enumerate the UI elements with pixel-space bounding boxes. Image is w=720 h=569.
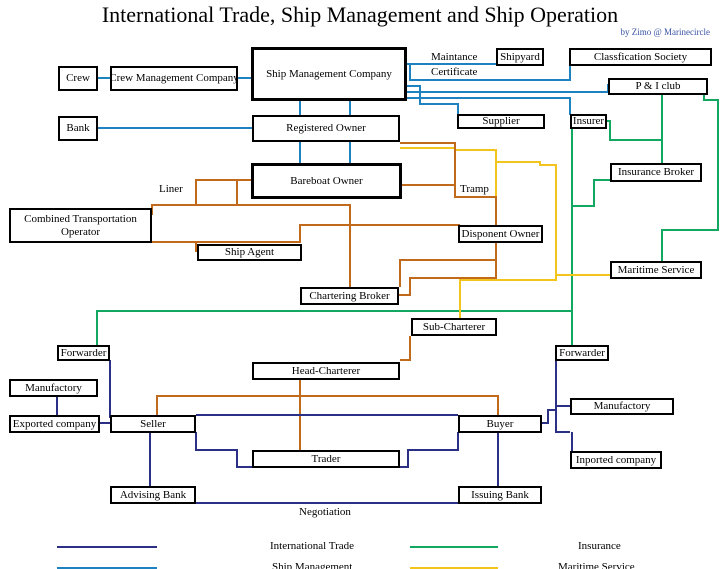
trader-node[interactable]: Trader: [252, 450, 400, 468]
legend-label-insurance: Insurance: [578, 540, 621, 552]
ship-agent-node[interactable]: Ship Agent: [197, 244, 302, 261]
trader-to-buyer-line: [400, 432, 459, 468]
insurance-connectors: [96, 93, 719, 346]
registered-owner-to-maritime-line: [400, 147, 610, 276]
buyer-to-right-forwarder-line: [540, 360, 557, 424]
p-and-i-club-node[interactable]: P & I club: [608, 78, 708, 95]
legend-swatch-international-trade: [57, 546, 157, 548]
sub-charterer-node[interactable]: Sub-Charterer: [411, 318, 497, 336]
buyer-node[interactable]: Buyer: [458, 415, 542, 433]
registered-to-tramp-line: [400, 142, 456, 186]
ship-mgmt-to-class-line: [406, 63, 571, 81]
right-trade-vertical-line: [555, 410, 570, 433]
legend-swatch-maritime-service: [410, 567, 498, 569]
seller-buyer-top-line: [156, 395, 499, 416]
liner-to-chartering-broker-line: [237, 204, 351, 287]
negotiation-label: Negotiation: [299, 506, 351, 518]
ship-mgmt-to-pandi-line: [406, 84, 609, 93]
author-credit: by Zimo @ Marinecircle: [620, 27, 710, 37]
crew-management-company-node[interactable]: Crew Management Company: [110, 66, 238, 91]
legend-label-international-trade: International Trade: [270, 540, 355, 552]
imported-company-node[interactable]: Inported company: [570, 451, 662, 469]
classification-society-node[interactable]: Classfication Society: [569, 48, 712, 66]
tramp-label: Tramp: [460, 183, 489, 195]
green-to-left-forwarder-line: [96, 310, 572, 345]
insurer-to-broker-line: [606, 120, 662, 141]
disponent-to-broker-line-2: [398, 260, 497, 296]
ship-mgmt-to-supplier-line: [406, 85, 459, 115]
yellow-to-subcharterer-line: [459, 275, 557, 318]
advising-bank-node[interactable]: Advising Bank: [110, 486, 196, 504]
crew-node[interactable]: Crew: [58, 66, 98, 91]
certificate-label: Certificate: [431, 66, 478, 78]
forwarder-left-node[interactable]: Forwarder: [57, 345, 110, 361]
pandi-right-loop-line: [661, 93, 719, 262]
disponent-to-broker-line: [399, 243, 497, 287]
legend-swatch-insurance: [410, 546, 498, 548]
issuing-bank-node[interactable]: Issuing Bank: [458, 486, 542, 504]
bareboat-to-liner-line: [195, 179, 252, 206]
legend-label-ship-management: Ship Management: [272, 561, 353, 569]
maintance-label: Maintance: [431, 51, 478, 63]
bareboat-owner-node[interactable]: Bareboat Owner: [251, 163, 402, 199]
exported-company-node[interactable]: Exported company: [9, 415, 100, 433]
ship-operation-connectors: [151, 142, 499, 450]
combined-to-disponent-line: [152, 224, 460, 243]
seller-node[interactable]: Seller: [110, 415, 196, 433]
seller-to-trader-line: [195, 432, 252, 468]
legend-swatch-ship-management: [57, 567, 157, 569]
chartering-broker-node[interactable]: Chartering Broker: [300, 287, 399, 305]
ship-mgmt-to-insurer-line: [406, 97, 571, 115]
international-trade-connectors: [56, 360, 573, 504]
maritime-service-node[interactable]: Maritime Service: [610, 261, 702, 279]
combined-transportation-operator-node[interactable]: Combined Transportation Operator: [9, 208, 152, 243]
tramp-to-disponent-line: [454, 185, 497, 225]
subcharterer-to-headcharterer-line: [400, 336, 411, 361]
insurer-node[interactable]: Insurer: [570, 114, 607, 129]
registered-owner-node[interactable]: Registered Owner: [252, 115, 400, 142]
manufactory-right-node[interactable]: Manufactory: [570, 398, 674, 415]
legend-label-maritime-service: Maritime Service: [558, 561, 635, 569]
broker-to-insurer-vertical-line: [572, 179, 610, 207]
bank-node[interactable]: Bank: [58, 116, 98, 141]
head-charterer-node[interactable]: Head-Charterer: [252, 362, 400, 380]
forwarder-right-node[interactable]: Forwarder: [555, 345, 609, 361]
manufactory-left-node[interactable]: Manufactory: [9, 379, 98, 397]
disponent-owner-node[interactable]: Disponent Owner: [458, 225, 543, 243]
page-title: International Trade, Ship Management and…: [101, 2, 619, 27]
shipyard-node[interactable]: Shipyard: [496, 48, 544, 66]
supplier-node[interactable]: Supplier: [457, 114, 545, 129]
ship-management-company-node[interactable]: Ship Management Company: [251, 47, 407, 101]
liner-to-combined-line: [151, 204, 196, 215]
insurance-broker-node[interactable]: Insurance Broker: [610, 163, 702, 182]
liner-label: Liner: [159, 183, 183, 195]
